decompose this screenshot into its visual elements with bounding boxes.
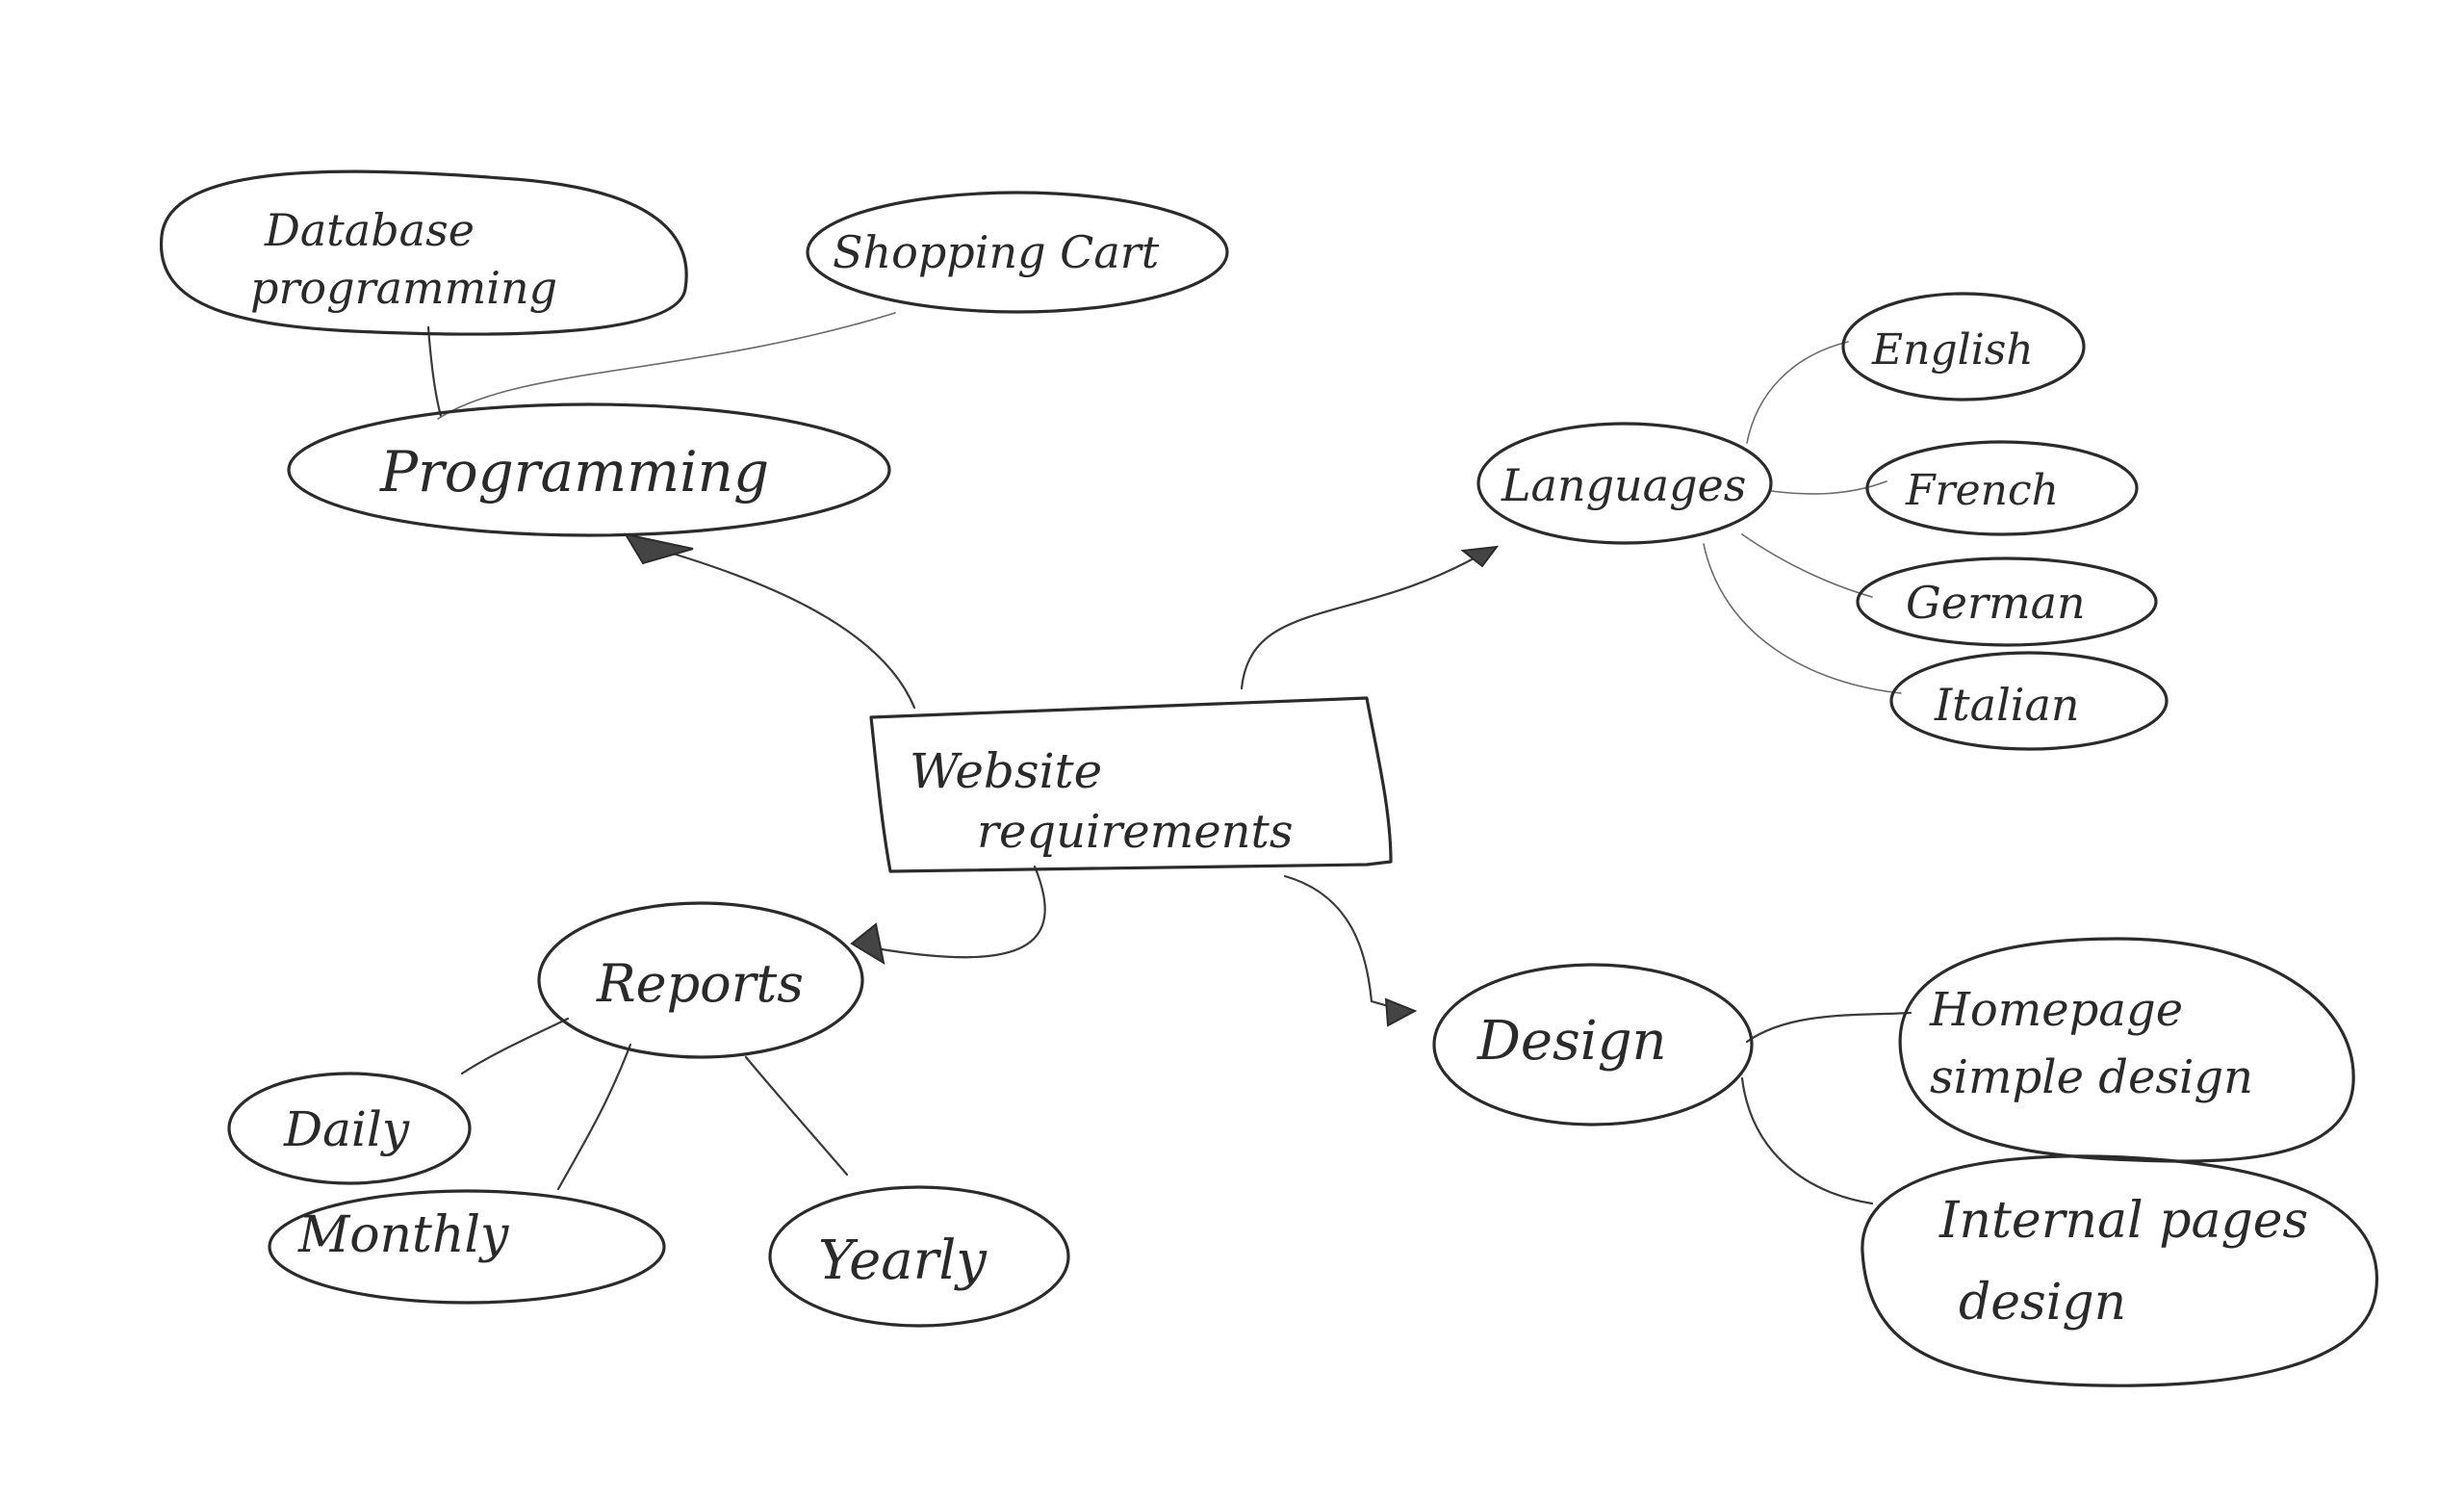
internal-pages-label-line2: design: [1959, 1274, 2126, 1332]
connector-programming-database: [426, 325, 443, 418]
reports-ellipse: [537, 901, 864, 1059]
daily-node: Daily: [227, 1072, 472, 1185]
connector-design-homepage: [1745, 1011, 1912, 1044]
homepage-label-line2: simple design: [1930, 1050, 2253, 1104]
database-label-line1: Database: [264, 204, 475, 256]
yearly-label: Yearly: [818, 1229, 988, 1292]
connector-center-programming: [638, 542, 916, 710]
programming-node: Programming: [287, 402, 891, 537]
center-node: Website requirements: [869, 696, 1393, 873]
homepage-ellipse: [1898, 937, 2355, 1163]
german-node: German: [1856, 556, 2158, 647]
languages-node: Languages: [1476, 422, 1773, 545]
languages-label: Languages: [1501, 459, 1746, 511]
english-ellipse: [1841, 292, 2086, 401]
shopping-cart-node: Shopping Cart: [806, 191, 1229, 314]
monthly-ellipse: [268, 1189, 666, 1305]
shopping-cart-label: Shopping Cart: [833, 226, 1160, 278]
monthly-node: Monthly: [268, 1189, 666, 1305]
connector-programming-shopping: [437, 312, 896, 420]
programming-ellipse: [287, 402, 891, 537]
german-ellipse: [1856, 556, 2158, 647]
center-label-line2: requirements: [977, 805, 1293, 859]
connector-reports-daily: [460, 1017, 570, 1075]
arrowhead-reports: [850, 922, 886, 966]
internal-pages-label-line1: Internal pages: [1938, 1192, 2308, 1250]
languages-ellipse: [1476, 422, 1773, 545]
center-label-line1: Website: [910, 743, 1102, 799]
yearly-ellipse: [768, 1185, 1070, 1328]
italian-ellipse: [1889, 651, 2169, 751]
french-label: French: [1905, 466, 2059, 515]
connector-languages-german: [1741, 533, 1873, 598]
french-ellipse: [1865, 440, 2139, 536]
connector-languages-french: [1770, 480, 1887, 495]
connector-reports-yearly: [744, 1055, 849, 1177]
connector-design-internal: [1740, 1076, 1874, 1205]
homepage-label-line1: Homepage: [1929, 983, 2183, 1037]
french-node: French: [1865, 440, 2139, 536]
homepage-node: Homepage simple design: [1898, 937, 2355, 1163]
connector-reports-monthly: [556, 1043, 632, 1191]
arrowhead-programming: [623, 532, 694, 565]
design-label: Design: [1476, 1010, 1667, 1073]
database-label-line2: programming: [250, 262, 557, 314]
reports-label: Reports: [596, 953, 804, 1014]
daily-ellipse: [227, 1072, 472, 1185]
italian-label: Italian: [1934, 679, 2080, 731]
internal-pages-node: Internal pages design: [1861, 1154, 2378, 1387]
internal-pages-ellipse: [1861, 1154, 2378, 1387]
yearly-node: Yearly: [768, 1185, 1070, 1328]
programming-label: Programming: [379, 439, 769, 505]
arrowhead-design: [1384, 997, 1418, 1027]
connector-center-languages: [1240, 552, 1484, 690]
design-ellipse: [1432, 963, 1754, 1126]
italian-node: Italian: [1889, 651, 2169, 751]
monthly-label: Monthly: [297, 1206, 509, 1264]
connector-center-reports: [874, 865, 1046, 959]
connector-languages-english: [1746, 341, 1849, 444]
design-node: Design: [1432, 963, 1754, 1126]
connector-languages-italian: [1703, 543, 1902, 694]
reports-node: Reports: [537, 901, 864, 1059]
daily-label: Daily: [283, 1101, 410, 1157]
database-ellipse: [159, 169, 688, 336]
english-node: English: [1841, 292, 2086, 401]
english-label: English: [1871, 325, 2034, 375]
shopping-cart-ellipse: [806, 191, 1229, 314]
connector-center-design: [1283, 874, 1407, 1013]
german-label: German: [1906, 577, 2086, 629]
database-node: Database programming: [159, 169, 688, 336]
center-node-box: [869, 696, 1393, 873]
arrowhead-languages: [1460, 545, 1500, 568]
